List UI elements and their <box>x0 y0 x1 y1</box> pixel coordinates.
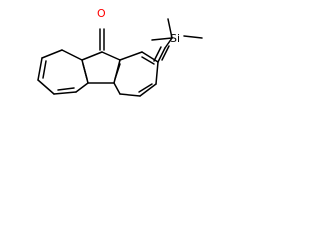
left-ring-bond-2 <box>41 49 63 59</box>
si-methyl-bond-left <box>151 37 173 41</box>
alkyne-group <box>153 37 173 63</box>
alkyne-bond-1 <box>157 47 166 63</box>
left-benzene-ring <box>37 49 89 95</box>
right-ring-bond-3 <box>155 61 159 85</box>
left-ring-bond-3 <box>37 57 43 81</box>
ring5-bond-2 <box>101 51 121 61</box>
five-membered-ring <box>81 51 121 84</box>
molecule-structure: O Si <box>37 7 203 97</box>
right-ring-bond-6 <box>113 82 121 95</box>
right-ring-double-1 <box>141 56 155 65</box>
left-ring-bond-6 <box>75 82 89 93</box>
left-ring-double-3 <box>82 63 88 80</box>
carbonyl-group <box>99 28 105 51</box>
right-benzene-ring <box>113 51 159 97</box>
left-ring-bond-1 <box>61 49 83 61</box>
alkyne-bond-3 <box>153 46 162 62</box>
right-ring-bond-4 <box>139 83 157 97</box>
silicon-atom-label: Si <box>170 32 180 45</box>
right-ring-double-3 <box>114 63 121 80</box>
si-methyl-bond-top <box>167 18 173 39</box>
alkyne-to-si-bond <box>164 37 173 49</box>
left-ring-bond-4 <box>37 79 55 95</box>
ring5-bond-1 <box>81 51 103 61</box>
trimethylsilyl-group <box>151 18 203 41</box>
right-ring-bond-5 <box>119 93 141 97</box>
left-ring-double-2 <box>57 87 75 91</box>
right-ring-bond-2 <box>141 51 159 63</box>
right-ring-bond-1 <box>119 51 143 61</box>
left-ring-bond-5 <box>53 91 77 95</box>
left-ring-double-1 <box>42 60 47 79</box>
alkyne-bond-2 <box>161 45 170 61</box>
si-methyl-bond-right <box>183 35 203 39</box>
right-ring-double-2 <box>138 83 153 93</box>
oxygen-atom-label: O <box>97 7 106 20</box>
